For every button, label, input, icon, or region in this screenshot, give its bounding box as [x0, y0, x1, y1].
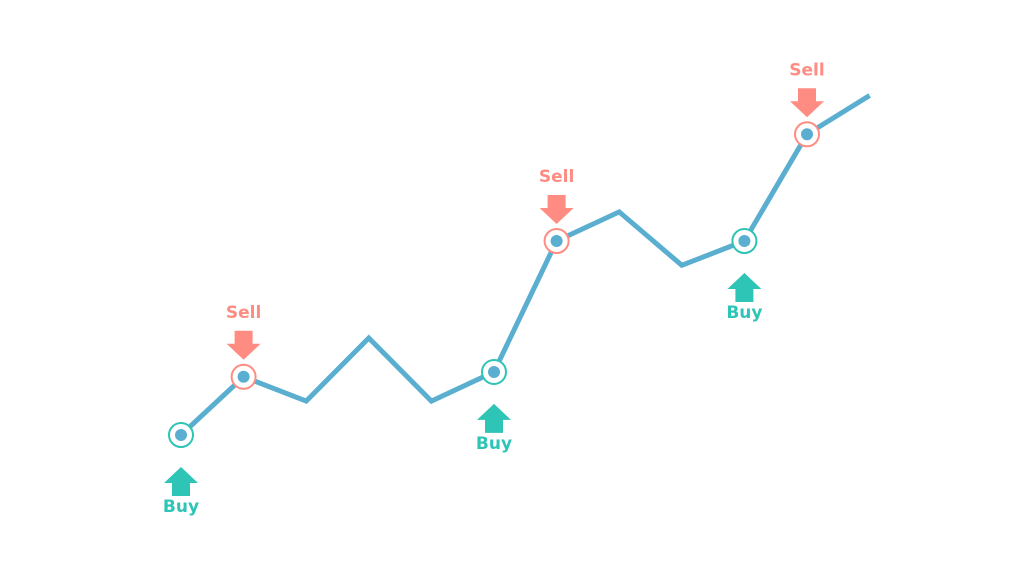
signal-dot: [237, 370, 250, 383]
sell-signal-3: Sell: [539, 167, 574, 254]
buy-label: Buy: [163, 497, 199, 517]
arrow-down-icon: [226, 330, 261, 360]
buy-label: Buy: [726, 303, 762, 323]
signal-dot: [175, 429, 187, 441]
signal-dot: [801, 128, 813, 141]
sell-signal-1: Sell: [226, 303, 261, 390]
sell-signal-5: Sell: [789, 60, 825, 148]
sell-label: Sell: [539, 167, 574, 187]
signal-dot: [738, 235, 751, 247]
signal-dot: [550, 235, 563, 247]
buy-signal-2: Buy: [476, 358, 512, 454]
arrow-up-icon: [477, 403, 511, 433]
arrow-up-icon: [164, 467, 198, 496]
sell-label: Sell: [226, 303, 261, 323]
arrow-down-icon: [539, 195, 574, 224]
buy-label: Buy: [476, 434, 512, 454]
buy-signal-4: Buy: [726, 228, 762, 323]
arrow-down-icon: [790, 88, 824, 118]
signal-dot: [488, 365, 500, 378]
price-line-layer: [179, 93, 871, 437]
sell-label: Sell: [789, 60, 824, 80]
arrow-up-icon: [727, 273, 762, 302]
buy-signal-0: Buy: [163, 422, 199, 517]
price-line: [179, 93, 871, 437]
